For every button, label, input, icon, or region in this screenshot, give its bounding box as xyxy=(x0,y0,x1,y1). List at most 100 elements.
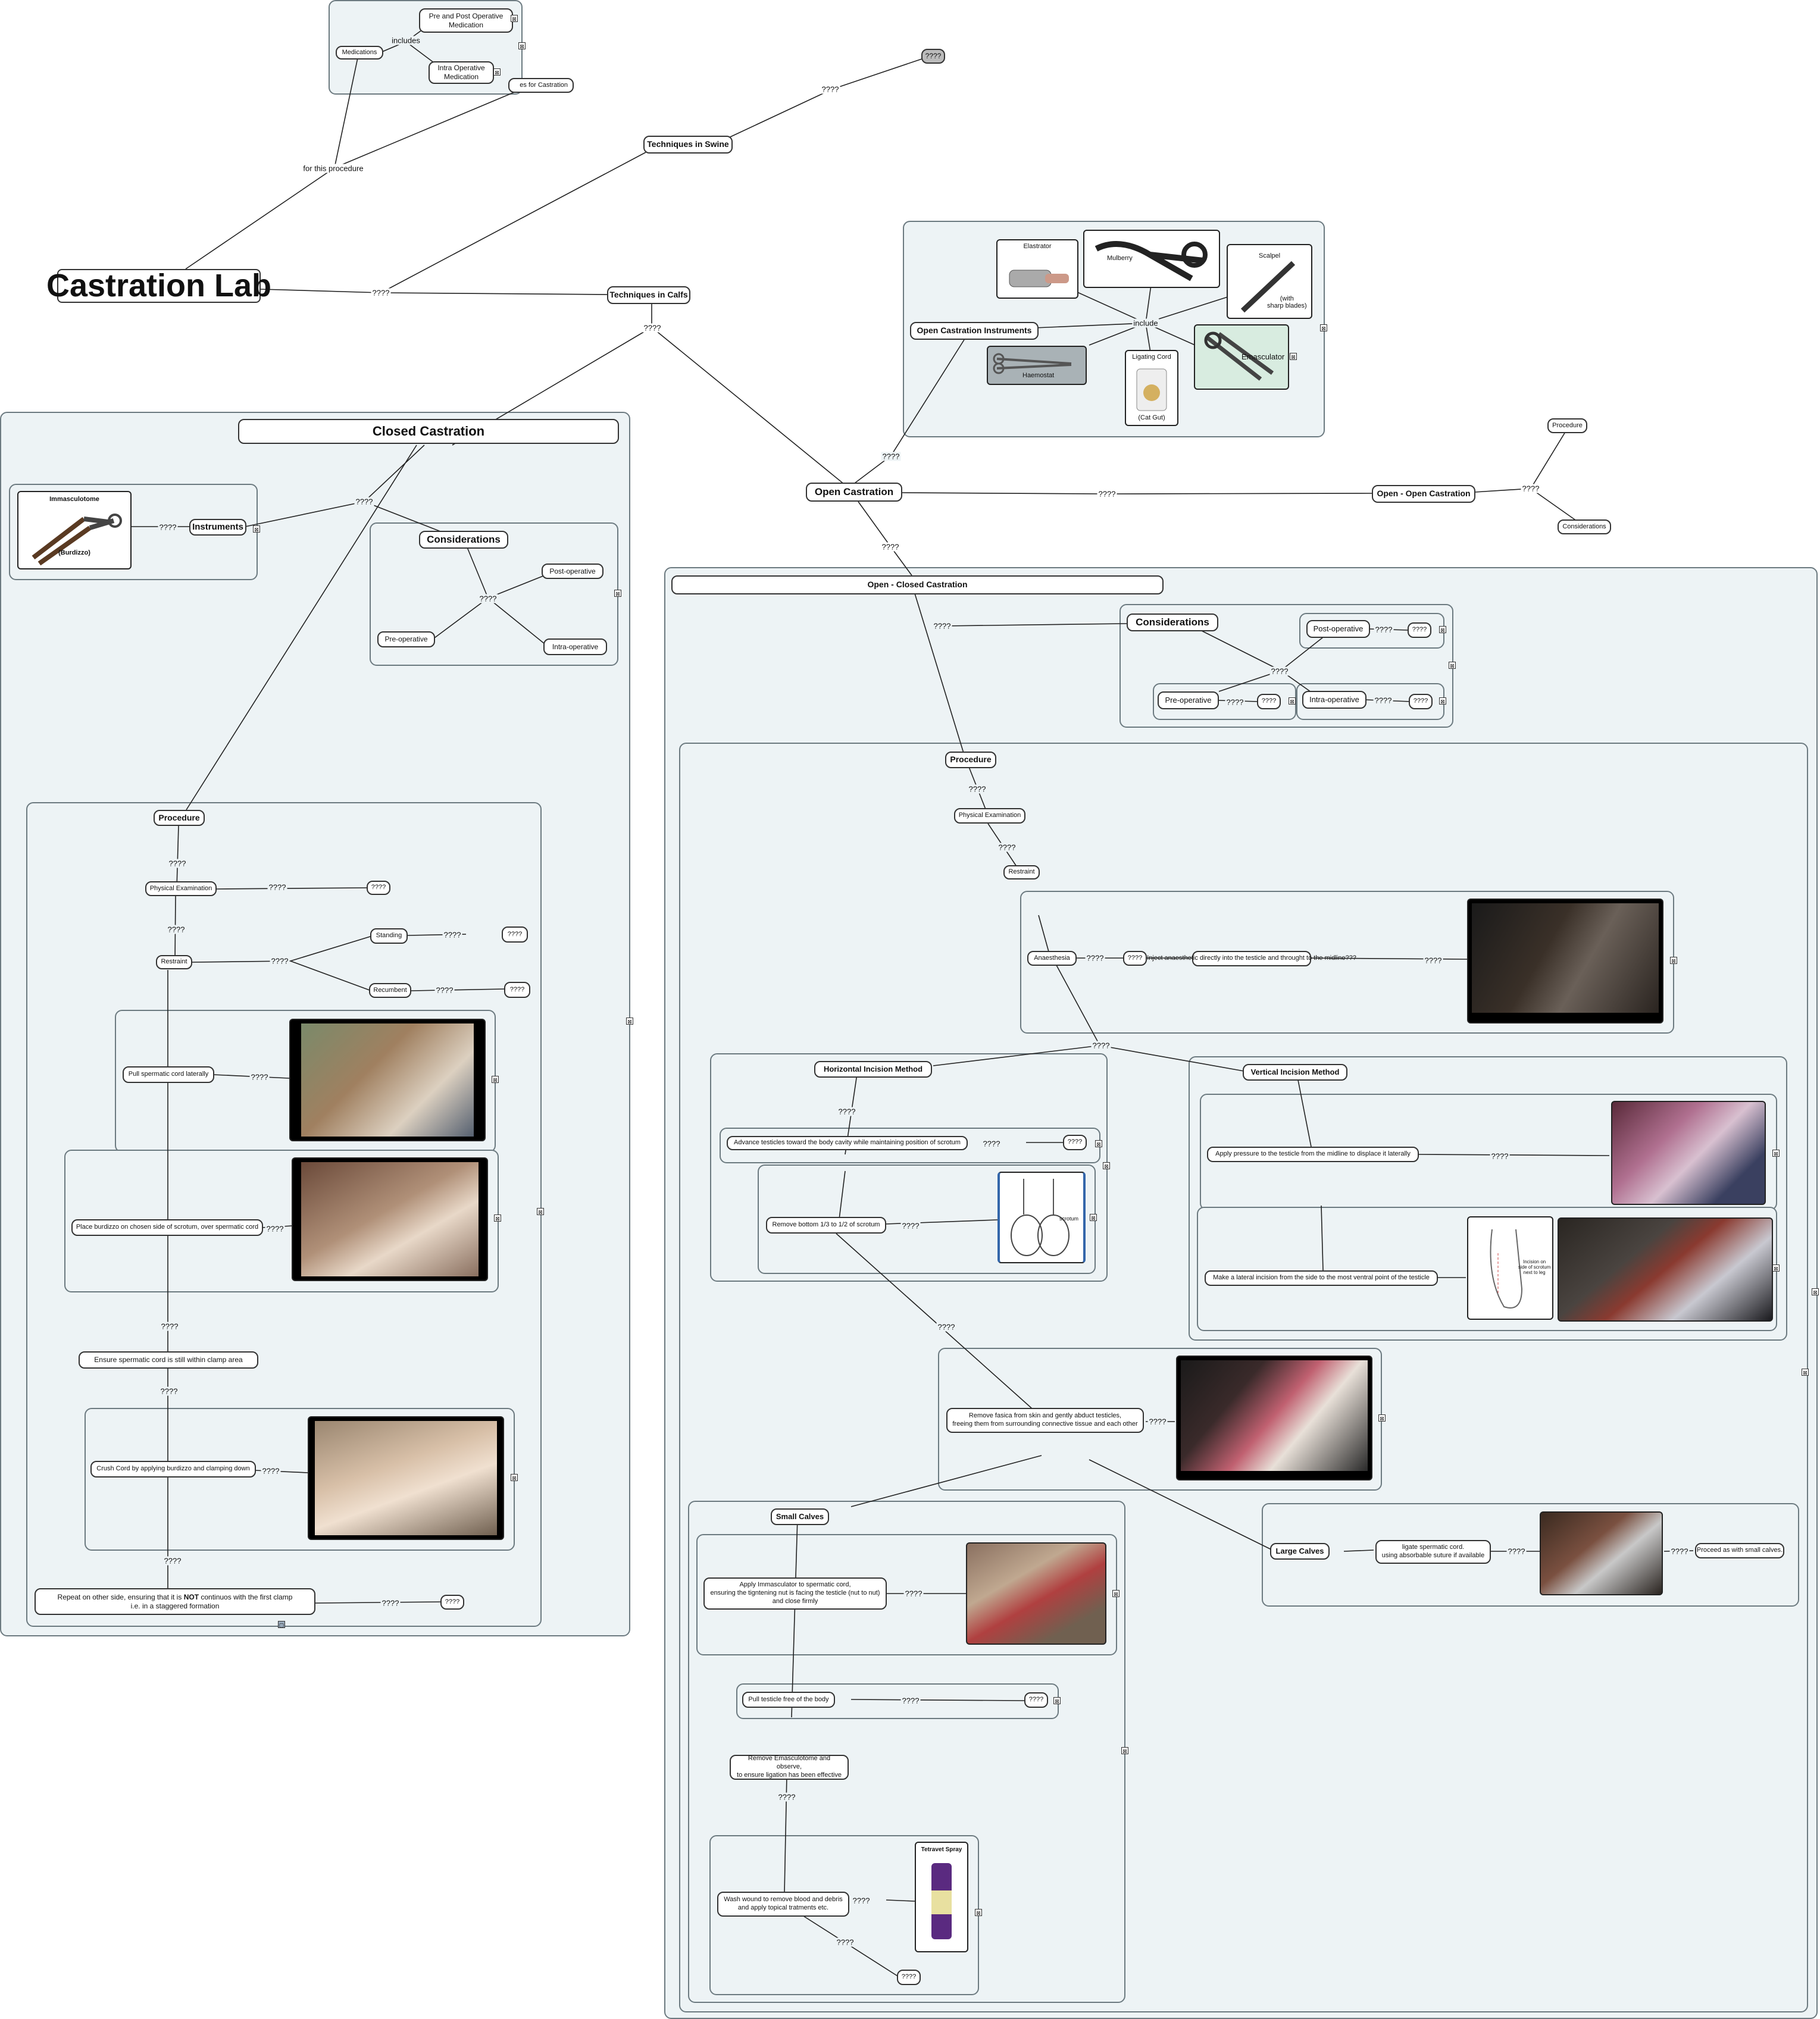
collapse-icon[interactable]: ⊠ xyxy=(1090,1214,1097,1221)
collapse-icon[interactable]: ⊠ xyxy=(1802,1369,1809,1376)
open-closed-title[interactable]: Open - Closed Castration xyxy=(671,575,1164,594)
collapse-icon[interactable]: ⊠ xyxy=(1439,697,1446,705)
ligate-photo[interactable] xyxy=(1540,1511,1663,1595)
closed-instruments-node[interactable]: Instruments xyxy=(189,519,246,536)
crush-cord-node[interactable]: Crush Cord by applying burdizzo and clam… xyxy=(90,1461,256,1478)
techniques-swine-node[interactable]: Techniques in Swine xyxy=(643,136,733,154)
collapse-icon[interactable]: ⊠ xyxy=(1449,662,1456,669)
scalpel-image[interactable]: Scalpel (with sharp blades) xyxy=(1227,244,1312,319)
oc-post-operative-node[interactable]: Post-operative xyxy=(1306,620,1370,638)
pull-free-target-node[interactable]: ???? xyxy=(1024,1692,1048,1708)
pull-cord-photo[interactable] xyxy=(289,1019,486,1141)
emasculator-image[interactable]: Emasculator xyxy=(1194,324,1289,390)
closed-recumbent-target-node[interactable]: ???? xyxy=(504,982,530,998)
collapse-icon[interactable]: ⊠ xyxy=(492,1076,499,1083)
open-castration-node[interactable]: Open Castration xyxy=(806,483,902,502)
oc-pre-target-node[interactable]: ???? xyxy=(1257,694,1281,709)
wash-wound-node[interactable]: Wash wound to remove blood and debris an… xyxy=(717,1892,849,1917)
remove-emasculotome-node[interactable]: Remove Emasculotome and observe, to ensu… xyxy=(730,1755,849,1780)
collapse-icon[interactable]: ⊠ xyxy=(511,15,518,22)
medications-node[interactable]: Medications xyxy=(336,46,383,60)
lateral-incision-photo[interactable] xyxy=(1558,1217,1773,1322)
open-open-castration-node[interactable]: Open - Open Castration xyxy=(1372,485,1475,503)
closed-post-operative-node[interactable]: Post-operative xyxy=(542,564,603,579)
oc-procedure-node[interactable]: Procedure xyxy=(945,752,996,768)
pull-cord-node[interactable]: Pull spermatic cord laterally xyxy=(123,1066,214,1083)
pull-free-node[interactable]: Pull testicle free of the body xyxy=(742,1692,835,1708)
collapse-icon[interactable]: ⊠ xyxy=(1439,626,1446,633)
anaesthesia-node[interactable]: Anaesthesia xyxy=(1027,951,1077,966)
collapse-icon[interactable]: ⊠ xyxy=(1378,1414,1386,1422)
ensure-cord-node[interactable]: Ensure spermatic cord is still within cl… xyxy=(79,1351,258,1369)
ligating-cord-image[interactable]: Ligating Cord (Cat Gut) xyxy=(1125,350,1178,426)
lateral-incision-node[interactable]: Make a lateral incision from the side to… xyxy=(1205,1270,1438,1286)
place-burdizzo-photo[interactable] xyxy=(292,1157,488,1281)
inject-anaesthetic-node[interactable]: Inject anaesthetic directly into the tes… xyxy=(1147,951,1356,966)
closed-physical-exam-node[interactable]: Physical Examination xyxy=(145,881,217,896)
immasculator-photo[interactable] xyxy=(966,1542,1106,1645)
oc-post-target-node[interactable]: ???? xyxy=(1408,622,1431,638)
collapse-icon[interactable]: ⊠ xyxy=(494,1214,501,1222)
collapse-icon[interactable]: ▢ xyxy=(278,1621,285,1628)
collapse-icon[interactable]: ⊠ xyxy=(1772,1150,1780,1157)
closed-recumbent-node[interactable]: Recumbent xyxy=(369,983,411,998)
collapse-icon[interactable]: ⊠ xyxy=(1112,1590,1119,1597)
elastrator-image[interactable]: Elastrator xyxy=(996,239,1078,299)
small-calves-node[interactable]: Small Calves xyxy=(771,1508,829,1525)
closed-pre-operative-node[interactable]: Pre-operative xyxy=(377,631,435,647)
place-burdizzo-node[interactable]: Place burdizzo on chosen side of scrotum… xyxy=(71,1219,263,1236)
closed-standing-target-node[interactable]: ???? xyxy=(502,926,528,943)
oc-restraint-node[interactable]: Restraint xyxy=(1003,865,1040,879)
horizontal-incision-node[interactable]: Horizontal Incision Method xyxy=(814,1061,932,1078)
collapse-icon[interactable]: ⊠ xyxy=(1812,1288,1819,1295)
root-title[interactable]: Castration Lab xyxy=(46,267,272,303)
apply-pressure-node[interactable]: Apply pressure to the testicle from the … xyxy=(1207,1147,1419,1162)
advance-testicles-node[interactable]: Advance testicles toward the body cavity… xyxy=(727,1136,968,1150)
closed-physical-target-node[interactable]: ???? xyxy=(367,881,390,895)
collapse-icon[interactable]: ⊠ xyxy=(1103,1162,1110,1169)
remove-fascia-photo[interactable] xyxy=(1176,1356,1372,1480)
collapse-icon[interactable]: ⊠ xyxy=(975,1909,982,1916)
ligate-cord-node[interactable]: ligate spermatic cord. using absorbable … xyxy=(1375,1540,1491,1564)
open-open-procedure-node[interactable]: Procedure xyxy=(1547,418,1587,433)
oc-intra-target-node[interactable]: ???? xyxy=(1409,694,1433,709)
oc-pre-operative-node[interactable]: Pre-operative xyxy=(1158,691,1219,709)
apply-pressure-photo[interactable] xyxy=(1611,1101,1766,1205)
tetravet-spray-image[interactable]: Tetravet Spray xyxy=(915,1842,968,1952)
oc-considerations-node[interactable]: Considerations xyxy=(1127,613,1218,631)
anaesthesia-target-node[interactable]: ???? xyxy=(1123,951,1147,966)
burdizzo-image[interactable]: Immasculotome (Burdizzo) xyxy=(17,491,132,569)
collapse-icon[interactable]: ⊠ xyxy=(1121,1747,1128,1754)
collapse-icon[interactable]: ⊠ xyxy=(1289,697,1296,705)
repeat-target-node[interactable]: ???? xyxy=(440,1595,464,1610)
collapse-icon[interactable]: ⊠ xyxy=(511,1474,518,1481)
proceed-small-calves-node[interactable]: Proceed as with small calves. xyxy=(1695,1543,1784,1558)
advance-target-node[interactable]: ???? xyxy=(1063,1135,1087,1150)
collapse-icon[interactable]: ⊠ xyxy=(253,525,260,533)
apply-immasculator-node[interactable]: Apply Immasculator to spermatic cord, en… xyxy=(703,1577,887,1610)
remove-bottom-node[interactable]: Remove bottom 1/3 to 1/2 of scrotum xyxy=(766,1217,886,1234)
collapse-icon[interactable]: ⊠ xyxy=(1053,1697,1061,1704)
lateral-incision-diagram[interactable]: Incision on side of scrotum next to leg xyxy=(1467,1216,1553,1320)
collapse-icon[interactable]: ⊠ xyxy=(1320,324,1327,331)
crush-cord-photo[interactable] xyxy=(308,1416,504,1540)
collapse-icon[interactable]: ⊠ xyxy=(493,68,501,76)
remove-fascia-node[interactable]: Remove fasica from skin and gently abduc… xyxy=(946,1408,1144,1433)
collapse-icon[interactable]: ⊠ xyxy=(1095,1140,1102,1147)
closed-restraint-node[interactable]: Restraint xyxy=(156,955,192,969)
techniques-calfs-node[interactable]: Techniques in Calfs xyxy=(607,286,690,304)
scrotum-diagram[interactable]: scrotum xyxy=(997,1172,1086,1263)
closed-considerations-node[interactable]: Considerations xyxy=(419,531,508,549)
closed-castration-title[interactable]: Closed Castration xyxy=(238,419,619,444)
oc-intra-operative-node[interactable]: Intra-operative xyxy=(1302,691,1366,709)
wash-target-node[interactable]: ???? xyxy=(897,1970,921,1985)
closed-intra-operative-node[interactable]: Intra-operative xyxy=(543,638,607,655)
collapse-icon[interactable]: ⊠ xyxy=(518,42,526,49)
pre-post-medication-node[interactable]: Pre and Post Operative Medication xyxy=(419,8,513,33)
intra-medication-node[interactable]: Intra Operative Medication xyxy=(429,61,494,84)
anaesthesia-photo[interactable] xyxy=(1467,899,1663,1023)
collapse-icon[interactable]: ⊠ xyxy=(1772,1264,1780,1272)
swine-target-node[interactable]: ???? xyxy=(921,49,945,64)
closed-procedure-node[interactable]: Procedure xyxy=(154,810,205,826)
collapse-icon[interactable]: ⊠ xyxy=(626,1018,633,1025)
